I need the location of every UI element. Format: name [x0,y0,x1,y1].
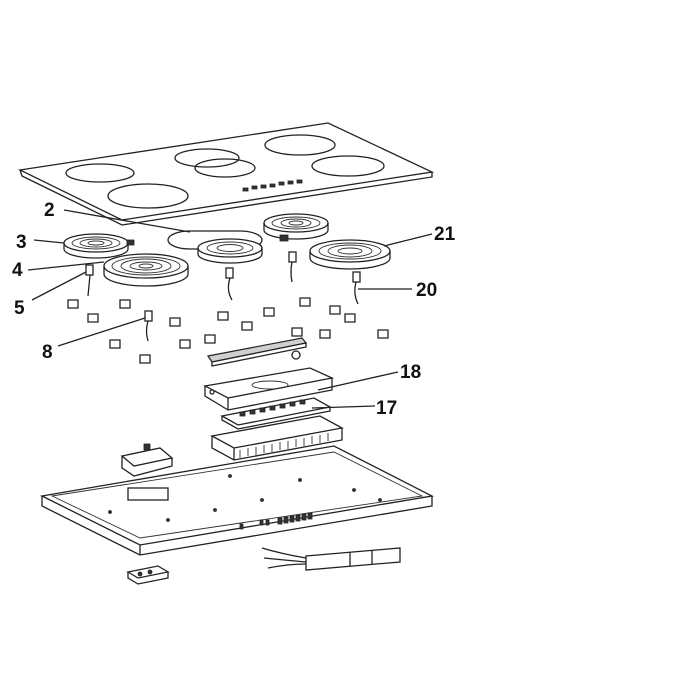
callout-21: 21 [434,224,456,245]
callout-5: 5 [14,298,25,319]
callout-4: 4 [12,260,23,281]
connector-5 [85,264,94,297]
callout-3: 3 [16,232,27,253]
leader-5 [31,271,87,301]
glass-cooktop [17,122,435,226]
power-cord [261,547,401,571]
heating-element-4 [103,253,189,287]
bottom-chassis [39,445,435,556]
leader-4 [27,261,105,271]
heating-element-right-rear [263,213,329,242]
connector-8 [144,310,153,342]
heating-element-21 [309,239,391,270]
control-box-base [210,415,344,461]
mounting-bracket [120,443,174,477]
callout-20: 20 [416,280,437,301]
callout-8: 8 [42,342,53,363]
control-box-cover-18 [202,367,335,411]
support-clips [67,297,389,364]
cooktop-zone-right-bottom [311,155,385,177]
circuit-board-17 [220,397,332,430]
touch-controls [242,179,303,192]
cooktop-zone-center-top [174,148,240,168]
leader-18 [317,371,399,391]
heating-element-2-bridge [167,230,263,264]
leader-lines [27,209,433,409]
callout-17: 17 [376,398,397,419]
connector-20 [352,271,361,305]
callout-18: 18 [400,362,421,383]
control-trim-bar [206,337,308,367]
leader-21 [383,233,433,247]
leader-17 [311,405,376,409]
connector-right [288,251,297,283]
leader-2 [63,209,191,233]
cooktop-zone-front-left [65,163,135,183]
cooktop-zone-rear-left [107,183,189,209]
cooktop-zone-right-top [264,134,336,156]
leader-8 [57,317,146,347]
heating-element-3 [63,233,135,259]
leader-3 [33,239,65,244]
terminal-block [126,565,170,585]
cooktop-zone-center-bottom [194,158,256,178]
callout-2: 2 [44,200,55,221]
connector-center [225,267,234,301]
